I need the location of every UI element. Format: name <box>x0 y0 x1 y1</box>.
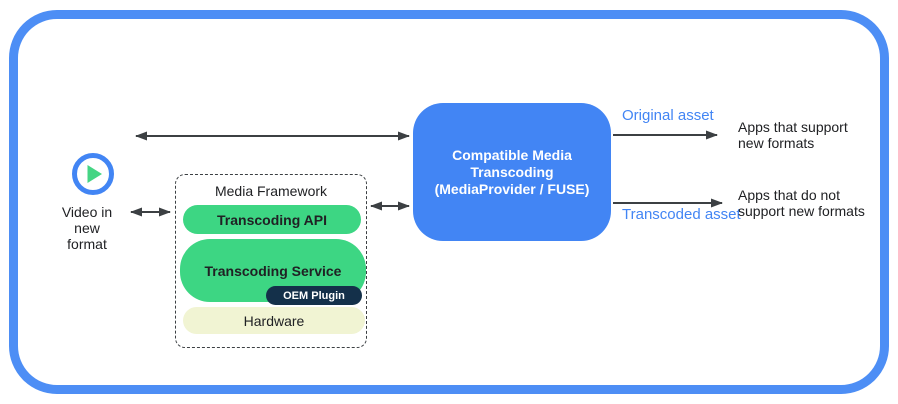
outer-frame <box>9 10 889 394</box>
media-framework-box: Media Framework Transcoding API Transcod… <box>175 174 367 348</box>
hardware-pill: Hardware <box>183 307 365 334</box>
original-asset-label: Original asset <box>622 107 714 124</box>
oem-plugin-pill: OEM Plugin <box>266 286 362 305</box>
media-framework-title: Media Framework <box>214 183 328 199</box>
transcoded-asset-label: Transcoded asset <box>622 206 741 223</box>
apps-support-label: Apps that support new formats <box>738 119 848 151</box>
video-source-label: Video in new format <box>61 204 113 252</box>
apps-no-support-label: Apps that do not support new formats <box>738 187 865 219</box>
compatible-media-transcoding-box: Compatible Media Transcoding (MediaProvi… <box>413 103 611 241</box>
transcoding-api-pill: Transcoding API <box>183 205 361 234</box>
play-icon <box>71 152 115 196</box>
